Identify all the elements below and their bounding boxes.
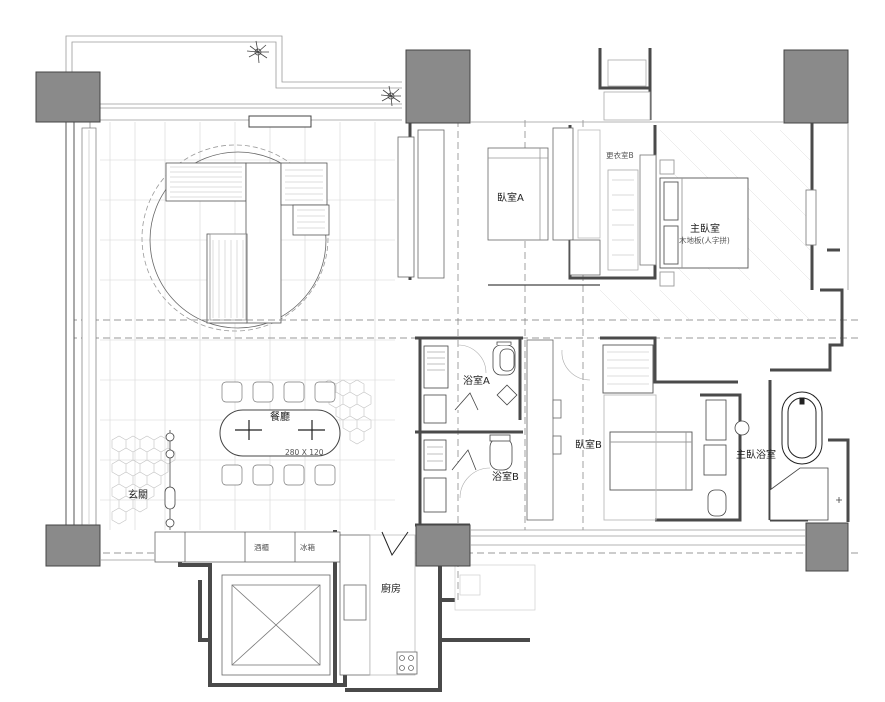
label-bedroom-b: 臥室B: [575, 438, 602, 451]
label-bath-a: 浴室A: [463, 374, 490, 387]
label-closet-b: 更衣室B: [606, 150, 634, 160]
kitchen-hood: [381, 531, 409, 557]
kitchen-counters: [154, 531, 418, 676]
entrance-feature: [164, 430, 176, 530]
living-rug: [141, 144, 329, 332]
balcony: [65, 35, 402, 121]
bath-b-door-swing: [459, 467, 491, 499]
master-bed: [659, 159, 749, 287]
bath-b-cabinets: [526, 339, 562, 521]
label-bedroom-a: 臥室A: [497, 191, 524, 204]
label-table-size: 280 X 120: [285, 448, 324, 457]
living-dining-grid: [100, 122, 395, 530]
bedroom-b-furniture: [602, 344, 693, 521]
bath-b-fixtures: [423, 434, 513, 513]
exterior-lines: [100, 121, 849, 561]
plant-icon: [380, 85, 401, 107]
bathtub-icon: [781, 391, 823, 465]
dining-table: [219, 409, 341, 457]
left-wall: [65, 121, 97, 533]
hex-tile-pattern: [111, 379, 372, 525]
bedroom-b-door-swing: [561, 349, 591, 381]
label-wine-cabinet: 酒櫃: [254, 542, 269, 552]
toilet-icon: [499, 348, 515, 372]
dining-chairs: [221, 381, 336, 486]
tv-console: [248, 115, 312, 128]
label-master-bath: 主臥浴室: [736, 448, 776, 461]
closet-b: [569, 59, 657, 276]
master-window-bench: [805, 189, 817, 246]
bedroom-a-furniture: [397, 127, 601, 279]
label-fridge: 冰箱: [300, 542, 315, 552]
sectional-sofa: [165, 162, 330, 324]
label-master-bedroom: 主臥室: [690, 222, 720, 235]
shower-fixture: [836, 497, 842, 503]
service-area: [454, 564, 536, 611]
label-dining: 餐廳: [270, 410, 290, 423]
structural-columns: [35, 49, 849, 572]
label-kitchen: 廚房: [381, 582, 401, 595]
label-entrance: 玄關: [128, 488, 148, 501]
label-master-floor: 木地板(人字拼): [679, 235, 730, 245]
bath-a-door-swing: [457, 344, 487, 374]
plant-icon: [246, 40, 269, 64]
label-bath-b: 浴室B: [492, 470, 519, 483]
master-bath-fixtures: [703, 399, 829, 521]
